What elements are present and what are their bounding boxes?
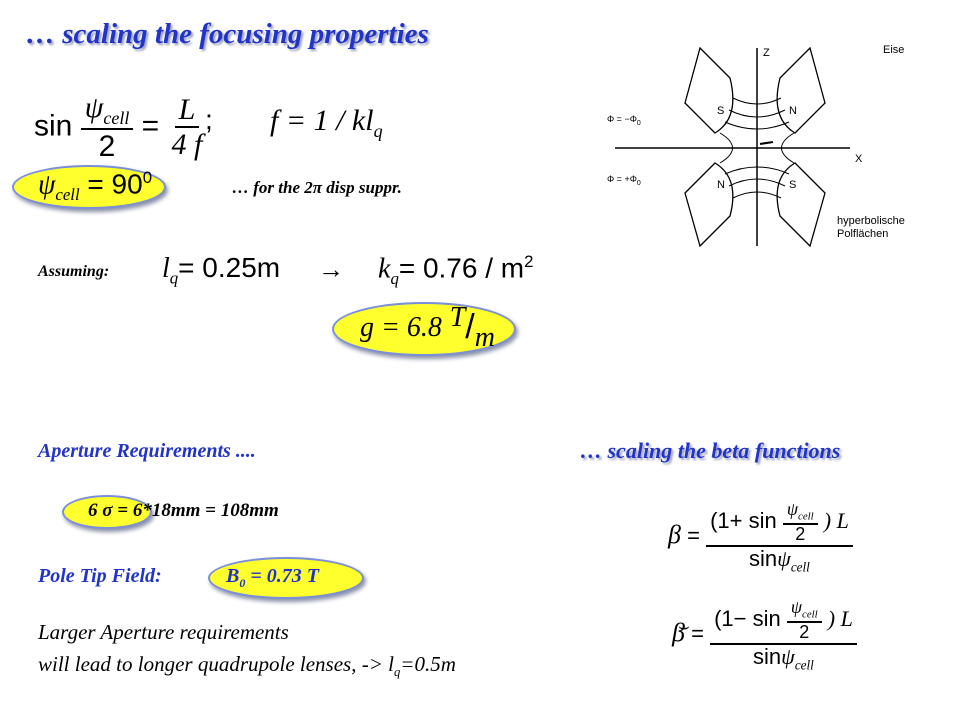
diagram-label-phi-minus: Φ = −Φ0 — [607, 114, 641, 127]
sigma-aperture-text: 6 σ = 6*18mm = 108mm — [88, 500, 279, 521]
semicolon: ; — [205, 104, 213, 135]
diagram-label-n-bottom: N — [717, 179, 725, 191]
psi-cell-90-formula: ψcell = 900 — [38, 168, 153, 204]
arrow-right: → — [318, 254, 344, 284]
diagram-label-s-top: S — [717, 105, 724, 117]
quadrupole-diagram: Z X Eise S N N S Φ = −Φ0 Φ = +Φ0 hyperbo… — [607, 44, 905, 248]
formula-sin-psi: sin ψcell 2 = L 4 f — [34, 92, 206, 163]
formula-lq: lq= 0.25m — [162, 252, 281, 288]
diagram-label-s-bottom: S — [789, 179, 796, 191]
larger-aperture-line2: will lead to longer quadrupole lenses, -… — [38, 652, 456, 680]
psi-cell-90-pill — [12, 165, 166, 209]
note-disp-suppression: … for the 2π disp suppr. — [232, 178, 402, 197]
aperture-heading: Aperture Requirements .... — [38, 440, 256, 462]
assuming-label: Assuming: — [38, 263, 110, 280]
formula-kq: kq= 0.76 / m2 — [378, 252, 534, 288]
gradient-pill — [332, 302, 516, 356]
fraction-psi-over-2: ψcell 2 — [80, 92, 134, 163]
sigma-pill — [62, 495, 152, 529]
sin-text: sin — [34, 109, 73, 143]
formula-gradient: g = 6.8 T/m — [360, 302, 495, 353]
pole-tip-label: Pole Tip Field: — [38, 565, 162, 587]
formula-f: f = 1 / klq — [270, 104, 383, 141]
diagram-label-phi-plus: Φ = +Φ0 — [607, 174, 641, 187]
fraction-L-over-4f: L 4 f — [171, 93, 203, 161]
beta-hat-mark: ˘ — [674, 530, 679, 545]
b0-value: B0 = 0.73 T — [226, 565, 319, 590]
diagram-label-z: Z — [763, 47, 770, 59]
diagram-caption-1: hyperbolische — [837, 215, 905, 227]
diagram-label-x: X — [855, 153, 863, 165]
larger-aperture-line1: Larger Aperture requirements — [38, 620, 289, 644]
beta-check-mark: ⌣ — [678, 616, 690, 636]
diagram-label-eise: Eise — [883, 44, 904, 56]
beta-heading: … scaling the beta functions — [580, 438, 841, 463]
b0-pill — [208, 557, 364, 599]
slide-title: … scaling the focusing properties — [26, 18, 429, 50]
diagram-label-n-top: N — [789, 105, 797, 117]
diagram-caption-2: Polflächen — [837, 228, 888, 240]
